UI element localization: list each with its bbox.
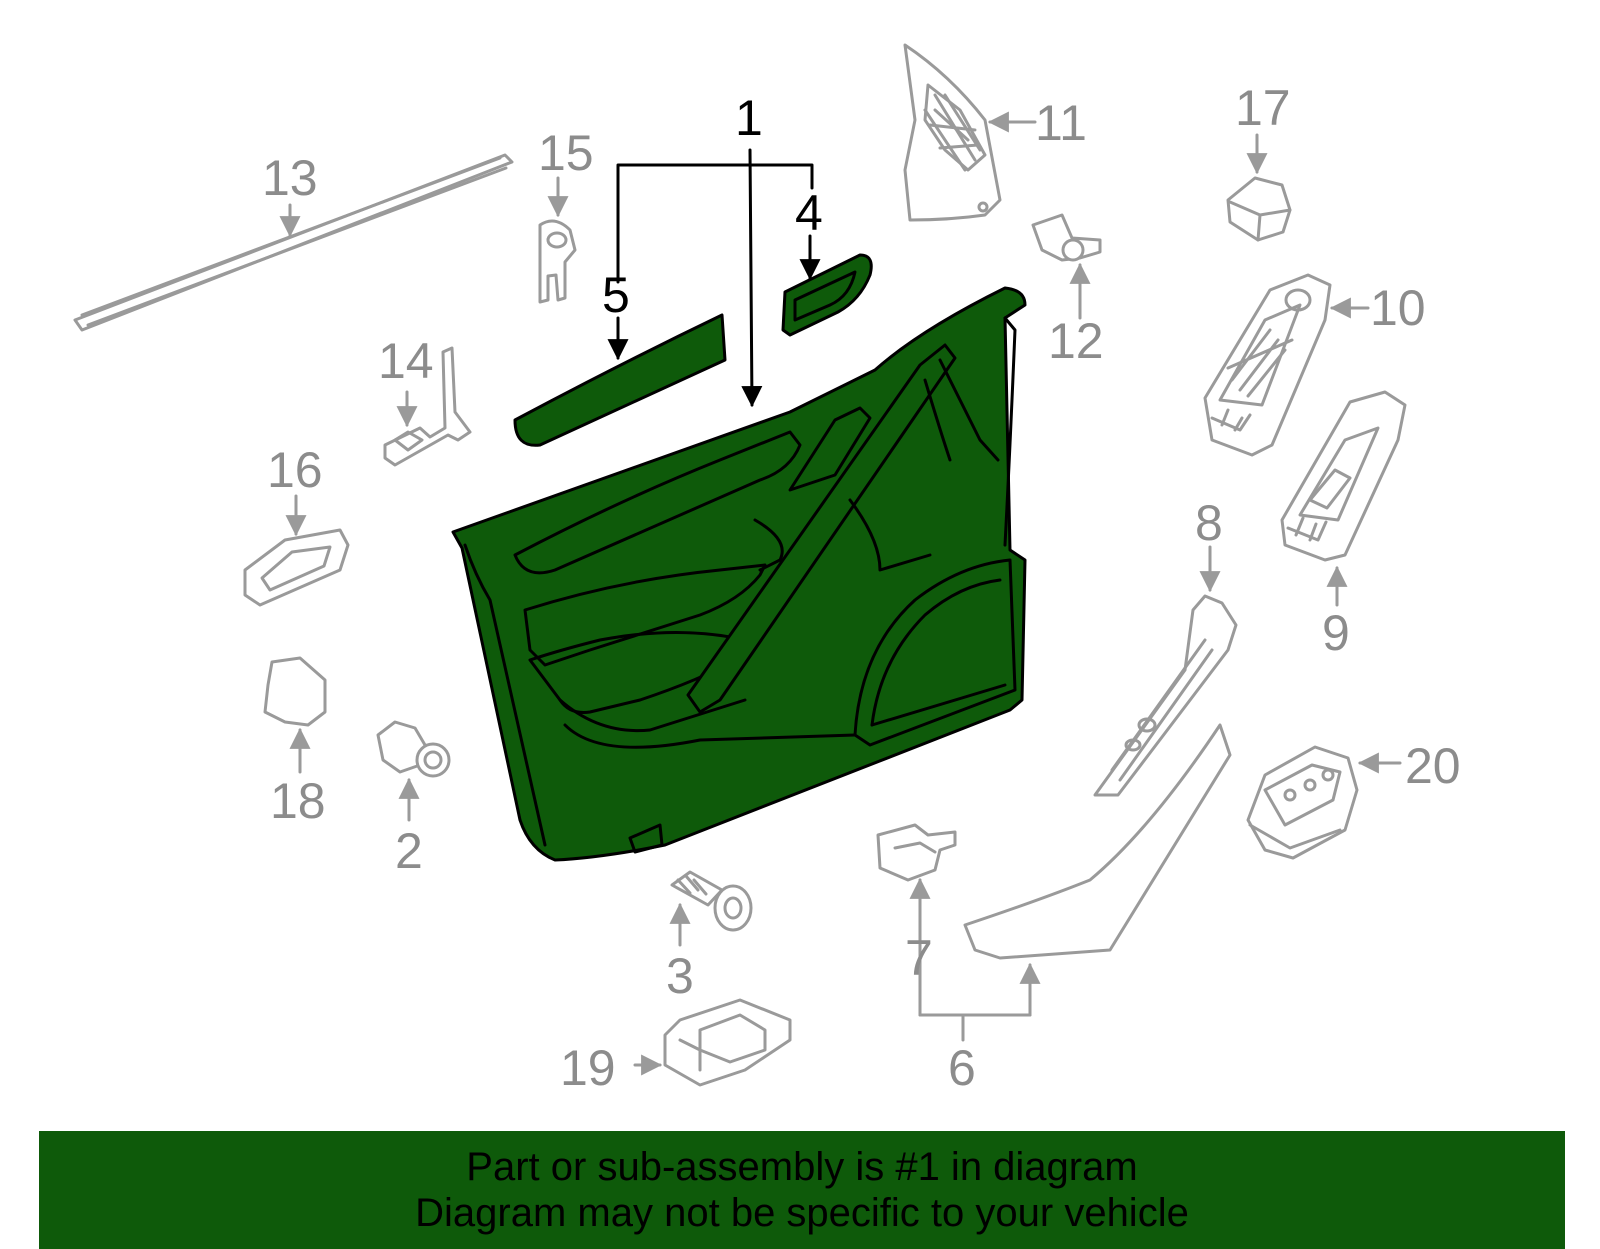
part-3-screw bbox=[669, 870, 753, 947]
callout-16: 16 bbox=[267, 442, 323, 498]
part-13-belt-molding bbox=[73, 153, 514, 332]
callout-6: 6 bbox=[948, 1040, 976, 1096]
callout-11: 11 bbox=[1035, 95, 1087, 151]
part-9-switch bbox=[1280, 390, 1407, 607]
banner-line-2: Diagram may not be specific to your vehi… bbox=[415, 1191, 1189, 1235]
callout-2: 2 bbox=[395, 823, 423, 879]
part-16-handle-bezel bbox=[243, 494, 350, 607]
part-15-clip bbox=[538, 176, 577, 304]
part-10-window-switch bbox=[1203, 273, 1370, 457]
callout-1: 1 bbox=[735, 90, 763, 146]
part-14-bracket bbox=[383, 346, 472, 467]
info-banner: Part or sub-assembly is #1 in diagram Di… bbox=[39, 1131, 1565, 1249]
callout-7: 7 bbox=[905, 930, 933, 986]
banner-line-1: Part or sub-assembly is #1 in diagram bbox=[466, 1145, 1138, 1189]
part-11-mirror-trim bbox=[903, 43, 1037, 222]
part-5-trim-strip bbox=[513, 313, 727, 447]
callout-1-bracket bbox=[616, 148, 814, 408]
callout-3: 3 bbox=[666, 948, 694, 1004]
part-7-clip bbox=[876, 823, 957, 882]
callout-8: 8 bbox=[1195, 495, 1223, 551]
part-18-pad bbox=[263, 656, 327, 774]
part-19-clip bbox=[633, 998, 792, 1087]
callout-17: 17 bbox=[1235, 80, 1291, 136]
callout-19: 19 bbox=[560, 1040, 616, 1096]
callout-4: 4 bbox=[795, 185, 823, 241]
part-1-door-trim-panel bbox=[451, 286, 1027, 862]
callout-13: 13 bbox=[262, 150, 318, 206]
part-8-bezel bbox=[1093, 545, 1238, 797]
parts-diagram: 1 4 5 2 3 6 7 8 9 10 11 12 13 14 15 16 1… bbox=[73, 43, 1461, 1096]
callout-12: 12 bbox=[1048, 313, 1104, 369]
part-2-push-clip bbox=[376, 720, 451, 822]
part-17-cap bbox=[1226, 133, 1292, 242]
callout-10: 10 bbox=[1370, 280, 1426, 336]
callout-5: 5 bbox=[602, 267, 630, 323]
callout-15: 15 bbox=[538, 125, 594, 181]
part-4-handle-insert bbox=[781, 234, 873, 337]
callout-20: 20 bbox=[1405, 738, 1461, 794]
callout-9: 9 bbox=[1322, 605, 1350, 661]
part-6-armrest-trim bbox=[909, 723, 1232, 1042]
callout-14: 14 bbox=[378, 333, 434, 389]
part-20-switch bbox=[1246, 745, 1402, 860]
part-12-clip bbox=[1031, 213, 1102, 320]
callout-18: 18 bbox=[270, 773, 326, 829]
